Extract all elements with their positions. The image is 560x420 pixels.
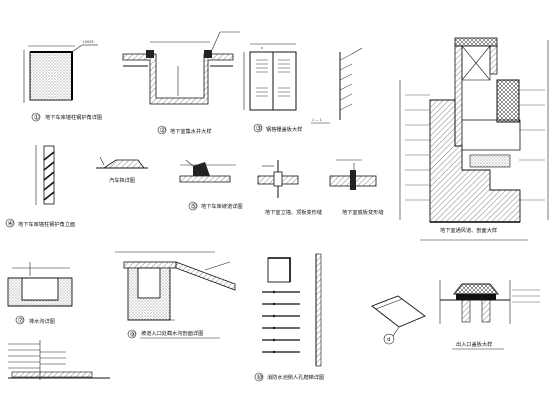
detail-9-caption: 地下室通风道、剖面大样 — [440, 226, 497, 234]
detail-6-ramp-section — [179, 159, 236, 183]
detail-11-number: ⑨ — [130, 331, 136, 339]
detail-13-oblique-cover-plate: d — [371, 295, 426, 345]
detail-8-slab-expansion-joint: 地下室底板变形缝 — [329, 159, 384, 216]
detail-11-intercept-ditch — [115, 251, 236, 321]
detail-11-title: ⑨ 坡道入口处截水沟剖面详图 — [127, 329, 220, 339]
detail-1-title: ① 地下车库墙柱钢护角详图 — [31, 112, 102, 122]
detail-6-number: ⑤ — [191, 203, 197, 211]
detail-6-caption: 地下车库坡道详图 — [201, 202, 243, 210]
detail-14-entrance-cover: 出入口盖板大样 — [439, 280, 540, 350]
detail-3-title: ③ 钢格栅盖板大样 — [253, 123, 302, 133]
detail-10-title: ⑦ 排水沟详图 — [15, 315, 55, 325]
detail-11-caption: 坡道入口处截水沟剖面详图 — [141, 329, 203, 337]
detail-7-caption: 地下室立墙、顶板变形缝 — [265, 208, 322, 216]
detail-5-caption: 汽车挡详图 — [109, 176, 135, 184]
detail-8-caption: 地下室底板变形缝 — [342, 208, 384, 216]
detail-4-corner-guard-elevation — [35, 145, 55, 205]
detail-7-wall-expansion-joint: 地下室立墙、顶板变形缝 — [257, 160, 322, 216]
detail-2-caption: 地下室集水井大样 — [170, 127, 212, 135]
section-1-1-profile: 1 — 1 — [311, 47, 363, 124]
detail-2-title: ② 地下室集水井大样 — [157, 125, 212, 135]
detail-12-manhole-ladder — [262, 253, 322, 367]
detail-2-number: ② — [160, 127, 166, 135]
detail-1-column-corner-guard-plan: L50X5 — [23, 40, 98, 103]
detail-4-caption: 地下车库墙柱钢护角立面 — [18, 220, 75, 228]
detail-3-grating-cover — [243, 43, 297, 111]
detail-4-number: ④ — [8, 220, 14, 228]
detail-4-title: ④ 地下车库墙柱钢护角立面 — [5, 218, 75, 228]
detail-10-caption: 排水沟详图 — [29, 317, 55, 325]
detail-12-number: ⑩ — [257, 374, 263, 382]
detail-12-caption: 消防水池侧人孔爬梯详图 — [267, 373, 324, 381]
detail-3-number: ③ — [256, 125, 262, 133]
svg-text:L50X5: L50X5 — [83, 40, 94, 44]
detail-6-title: ⑤ 地下车库坡道详图 — [188, 201, 243, 211]
detail-13-number: d — [387, 337, 390, 343]
detail-2-sump-pit — [122, 31, 240, 105]
detail-3-caption: 钢格栅盖板大样 — [266, 125, 302, 133]
detail-14-caption: 出入口盖板大样 — [456, 340, 492, 348]
detail-10-number: ⑦ — [18, 317, 24, 325]
detail-12-title: ⑩ 消防水池侧人孔爬梯详图 — [254, 372, 324, 382]
detail-5-car-stop: 汽车挡详图 — [96, 156, 148, 184]
section-mark: 1 — 1 — [312, 118, 322, 122]
detail-1-number: ① — [34, 114, 40, 122]
detail-10-drainage-ditch — [7, 262, 73, 307]
detail-1-caption: 地下车库墙柱钢护角详图 — [45, 113, 102, 121]
detail-9-vent-shaft-section — [399, 37, 549, 223]
layer-notes-bottom-left — [8, 340, 110, 380]
detail-9-title: 地下室通风道、剖面大样 — [420, 226, 528, 241]
